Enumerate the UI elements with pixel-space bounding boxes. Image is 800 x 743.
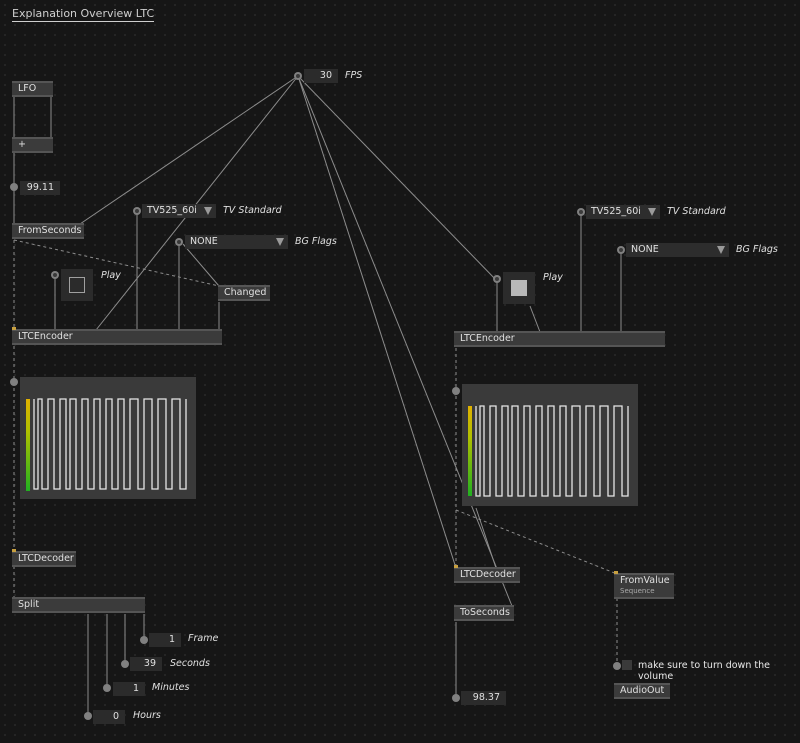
from-value-node[interactable]: FromValue Sequence xyxy=(614,573,674,599)
tv-standard-value-right: TV525_60i xyxy=(591,206,641,217)
ltc-decoder-node-left[interactable]: LTCDecoder xyxy=(12,551,76,567)
chevron-down-icon xyxy=(648,208,656,216)
tv-standard-enum-left[interactable]: TV525_60i xyxy=(142,204,216,218)
chevron-down-icon xyxy=(204,207,212,215)
audio-out-node[interactable]: AudioOut xyxy=(614,683,670,699)
volume-note: make sure to turn down the volume xyxy=(638,660,770,682)
seconds-handle[interactable] xyxy=(10,183,18,191)
pin-marker xyxy=(12,327,16,330)
bg-flags-label-right: BG Flags xyxy=(736,244,778,255)
play-handle-right[interactable] xyxy=(493,275,501,283)
volume-toggle-handle[interactable] xyxy=(613,662,621,670)
waveform-scope-left xyxy=(20,377,196,499)
toggle-off-icon xyxy=(69,277,85,293)
tv-standard-handle-left[interactable] xyxy=(133,207,141,215)
frame-label: Frame xyxy=(188,633,219,644)
play-handle-left[interactable] xyxy=(51,271,59,279)
tv-standard-label-right: TV Standard xyxy=(667,206,726,217)
ltc-encoder-node-left[interactable]: LTCEncoder xyxy=(12,329,222,345)
pin-marker xyxy=(614,571,618,574)
toggle-on-icon xyxy=(511,280,527,296)
minutes-value[interactable]: 1 xyxy=(113,682,145,696)
tv-standard-handle-right[interactable] xyxy=(577,208,585,216)
patch-title: Explanation Overview LTC xyxy=(12,7,155,22)
ltc-encoder-node-right[interactable]: LTCEncoder xyxy=(454,331,665,347)
bg-flags-value-right: NONE xyxy=(631,244,659,255)
from-value-subtitle: Sequence xyxy=(620,587,655,595)
scope-handle-right[interactable] xyxy=(452,387,460,395)
pin-marker xyxy=(12,549,16,552)
bg-flags-enum-left[interactable]: NONE xyxy=(185,235,288,249)
bg-flags-label-left: BG Flags xyxy=(295,236,337,247)
play-label-right: Play xyxy=(543,272,563,283)
tv-standard-enum-right[interactable]: TV525_60i xyxy=(586,205,660,219)
seconds-result-value[interactable]: 98.37 xyxy=(461,691,506,705)
minutes-handle[interactable] xyxy=(103,684,111,692)
scope-handle-left[interactable] xyxy=(10,378,18,386)
lfo-node[interactable]: LFO xyxy=(12,81,53,97)
fps-label: FPS xyxy=(345,70,363,81)
seconds-value[interactable]: 99.11 xyxy=(20,181,60,195)
tv-standard-value-left: TV525_60i xyxy=(147,205,197,216)
waveform-icon xyxy=(468,405,629,497)
frame-handle[interactable] xyxy=(140,636,148,644)
waveform-scope-right xyxy=(462,384,638,506)
play-toggle-right[interactable] xyxy=(503,272,535,304)
bg-flags-enum-right[interactable]: NONE xyxy=(626,243,729,257)
from-seconds-node[interactable]: FromSeconds xyxy=(12,223,84,239)
hours-label: Hours xyxy=(133,710,161,721)
seconds-out-handle[interactable] xyxy=(121,660,129,668)
split-node[interactable]: Split xyxy=(12,597,145,613)
fps-handle[interactable] xyxy=(294,72,302,80)
play-label-left: Play xyxy=(101,270,121,281)
to-seconds-node[interactable]: ToSeconds xyxy=(454,605,514,621)
play-toggle-left[interactable] xyxy=(61,269,93,301)
volume-toggle[interactable] xyxy=(622,660,632,670)
chevron-down-icon xyxy=(276,238,284,246)
frame-value[interactable]: 1 xyxy=(149,633,181,647)
minutes-label: Minutes xyxy=(152,682,190,693)
tv-standard-label-left: TV Standard xyxy=(223,205,282,216)
bg-flags-handle-left[interactable] xyxy=(175,238,183,246)
hours-value[interactable]: 0 xyxy=(93,710,125,724)
seconds-out-value[interactable]: 39 xyxy=(130,657,162,671)
plus-node[interactable]: + xyxy=(12,137,53,153)
bg-flags-value-left: NONE xyxy=(190,236,218,247)
chevron-down-icon xyxy=(717,246,725,254)
ltc-decoder-node-right[interactable]: LTCDecoder xyxy=(454,567,520,583)
seconds-out-label: Seconds xyxy=(170,658,210,669)
seconds-result-handle[interactable] xyxy=(452,694,460,702)
hours-handle[interactable] xyxy=(84,712,92,720)
pin-marker xyxy=(454,565,458,568)
from-value-title: FromValue xyxy=(620,575,670,586)
changed-node[interactable]: Changed xyxy=(218,285,270,301)
fps-value[interactable]: 30 xyxy=(304,69,338,83)
bg-flags-handle-right[interactable] xyxy=(617,246,625,254)
waveform-icon xyxy=(26,398,187,491)
